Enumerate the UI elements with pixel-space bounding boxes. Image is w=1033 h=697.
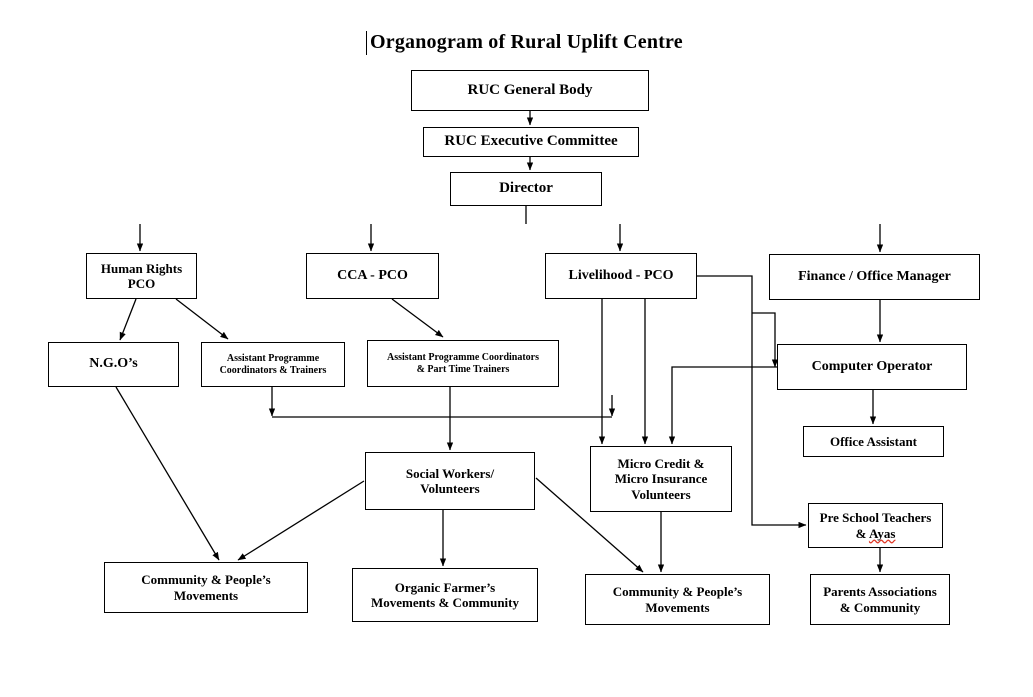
node-label: Social Workers/ Volunteers <box>405 465 495 496</box>
node-label: Pre School Teachers & Ayas <box>819 510 932 541</box>
node-label: Livelihood - PCO <box>568 267 674 283</box>
node-label: Office Assistant <box>829 433 918 449</box>
node-pre-school-teachers-ayas[interactable]: Pre School Teachers & Ayas <box>808 503 943 548</box>
node-ngos[interactable]: N.G.O’s <box>48 342 179 387</box>
node-label: N.G.O’s <box>89 356 138 372</box>
edge-ngos-community <box>115 386 220 561</box>
node-ruc-general-body[interactable]: RUC General Body <box>411 70 649 111</box>
edge-director-bus-hr <box>140 206 527 251</box>
node-label: Parents Associations & Community <box>823 584 937 615</box>
edge-hrpco-ngos <box>119 298 137 341</box>
edge-social-communityleft <box>237 480 365 561</box>
node-director[interactable]: Director <box>450 172 602 206</box>
misspelled-word: Ayas <box>868 525 896 541</box>
node-label: Organic Farmer’s Movements & Community <box>370 579 520 610</box>
node-label: Director <box>499 180 553 197</box>
edge-ccapco-apcpt <box>391 298 444 338</box>
edge-computerop-microcredit <box>668 366 777 445</box>
node-label: Micro Credit & Micro Insurance Volunteer… <box>614 456 708 502</box>
node-social-workers-volunteers[interactable]: Social Workers/ Volunteers <box>365 452 535 510</box>
node-assistant-programme-coordinators-trainers[interactable]: Assistant Programme Coordinators & Train… <box>201 342 345 387</box>
node-micro-credit-insurance-volunteers[interactable]: Micro Credit & Micro Insurance Volunteer… <box>590 446 732 512</box>
edge-hrpco-apc <box>175 298 229 340</box>
node-label: RUC Executive Committee <box>444 133 618 150</box>
node-assistant-programme-coordinators-part-time-trainers[interactable]: Assistant Programme Coordinators & Part … <box>367 340 559 387</box>
node-human-rights-pco[interactable]: Human Rights PCO <box>86 253 197 299</box>
node-label: Assistant Programme Coordinators & Part … <box>386 351 540 375</box>
text-cursor-caret <box>366 31 367 55</box>
node-organic-farmers-movements-community[interactable]: Organic Farmer’s Movements & Community <box>352 568 538 622</box>
node-ruc-executive-committee[interactable]: RUC Executive Committee <box>423 127 639 157</box>
node-cca-pco[interactable]: CCA - PCO <box>306 253 439 299</box>
node-label: Assistant Programme Coordinators & Train… <box>219 352 327 376</box>
node-computer-operator[interactable]: Computer Operator <box>777 344 967 390</box>
node-label: Human Rights PCO <box>100 260 183 291</box>
node-finance-office-manager[interactable]: Finance / Office Manager <box>769 254 980 300</box>
node-label: Computer Operator <box>811 358 933 374</box>
node-label: Finance / Office Manager <box>798 268 951 284</box>
node-label: RUC General Body <box>467 81 593 98</box>
node-community-peoples-movements-left[interactable]: Community & People’s Movements <box>104 562 308 613</box>
node-office-assistant[interactable]: Office Assistant <box>803 426 944 457</box>
page-title: Organogram of Rural Uplift Centre <box>370 31 683 53</box>
node-livelihood-pco[interactable]: Livelihood - PCO <box>545 253 697 299</box>
node-parents-associations-community[interactable]: Parents Associations & Community <box>810 574 950 625</box>
node-label: Community & People’s Movements <box>141 572 271 603</box>
edge-livelihood-computerop <box>752 312 779 368</box>
node-community-peoples-movements-middle[interactable]: Community & People’s Movements <box>585 574 770 625</box>
node-label: Community & People’s Movements <box>612 584 743 615</box>
node-label: CCA - PCO <box>337 267 408 283</box>
